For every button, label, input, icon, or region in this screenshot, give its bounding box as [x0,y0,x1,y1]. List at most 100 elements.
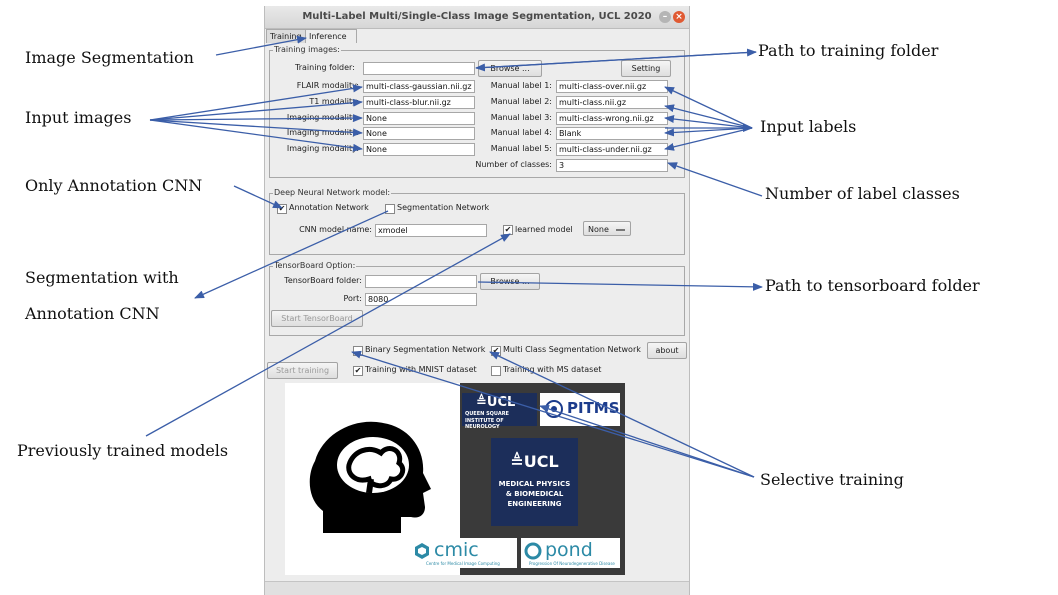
arrow-path-training-b [475,48,757,69]
training-images-group [269,50,685,178]
ucl-medical-physics-logo: ≜UCL MEDICAL PHYSICS & BIOMEDICAL ENGINE… [491,438,578,526]
model-select-dropdown[interactable]: None [583,221,631,236]
ring-icon [524,542,542,560]
mnist-dataset-label: Training with MNIST dataset [365,365,477,374]
port-input[interactable]: 8080 [365,293,477,306]
training-folder-input[interactable] [363,62,475,75]
arrow-selective-2 [489,351,755,478]
window-title: Multi-Label Multi/Single-Class Image Seg… [302,11,652,22]
callout-only-annotation: Only Annotation CNN [25,176,203,195]
tensorboard-folder-input[interactable] [365,275,477,288]
hexagon-icon [415,543,429,559]
segmentation-network-label: Segmentation Network [397,203,490,212]
arrow-number-classes [667,162,763,197]
callout-annotation-cnn: Annotation CNN [25,304,160,323]
callout-number-classes: Number of label classes [765,184,960,203]
browse-tensorboard-button[interactable]: Browse ... [480,273,540,290]
pond-logo: pond Progression Of Neurodegenerative Di… [521,538,620,568]
ms-dataset-label: Training with MS dataset [503,365,602,374]
modality-input-1[interactable]: multi-class-gaussian.nii.gz [363,80,475,93]
start-tensorboard-button[interactable]: Start TensorBoard [271,310,363,327]
callout-seg-with: Segmentation with [25,268,179,287]
training-images-title: Training images: [273,45,341,55]
arrow-input-label-5 [664,127,753,151]
modality-input-4[interactable]: None [363,127,475,140]
cnn-model-name-label: CNN model name: [299,225,372,234]
mnist-dataset-checkbox[interactable]: ✔ [353,366,363,376]
modality-label-4: Imaging modality: [286,128,359,137]
tensorboard-group [269,266,685,336]
callout-input-images: Input images [25,108,132,127]
manual-label-5-label: Manual label 5: [490,144,552,153]
minimize-icon[interactable]: – [659,11,671,23]
dnn-group [269,193,685,255]
ucl-mid-text: ≜UCL [510,452,559,471]
status-bar [265,581,689,595]
model-select-value: None [588,225,609,234]
pond-sub: Progression Of Neurodegenerative Disease [529,561,615,566]
ucl-queen-square-logo: ≜UCL QUEEN SQUARE INSTITUTE OF NEUROLOGY [462,393,537,430]
binary-segmentation-label: Binary Segmentation Network [365,345,486,354]
modality-label-5: Imaging modality: [286,144,359,153]
close-icon[interactable]: × [673,11,685,23]
window-titlebar: Multi-Label Multi/Single-Class Image Seg… [265,6,689,29]
mp-line2: & BIOMEDICAL [505,490,564,498]
dnn-title: Deep Neural Network model: [273,188,392,198]
segmentation-network-checkbox[interactable] [385,204,395,214]
manual-label-1-label: Manual label 1: [490,81,552,90]
arrow-input-image-5 [149,119,363,152]
callout-path-training: Path to training folder [758,41,939,60]
ucl-logo-text: ≜UCL [476,395,516,410]
ms-dataset-checkbox[interactable] [491,366,501,376]
ucl-sub1: QUEEN SQUARE [465,411,509,417]
annotation-network-label: Annotation Network [289,203,369,212]
arrow-only-annotation [233,185,283,209]
callout-image-segmentation: Image Segmentation [25,48,194,67]
arrow-image-segmentation [215,35,307,56]
manual-label-1-input[interactable]: multi-class-over.nii.gz [556,80,668,93]
tensorboard-folder-label: TensorBoard folder: [284,276,362,285]
manual-label-2-input[interactable]: multi-class.nii.gz [556,96,668,109]
app-window: Multi-Label Multi/Single-Class Image Seg… [264,6,690,595]
callout-path-tensorboard: Path to tensorboard folder [765,276,980,295]
training-folder-label: Training folder: [295,63,355,72]
setting-button[interactable]: Setting [621,60,671,77]
arrow-input-label-4 [664,127,753,137]
about-button[interactable]: about [647,342,687,359]
manual-label-5-input[interactable]: multi-class-under.nii.gz [556,143,668,156]
arrow-path-tensorboard [477,281,763,291]
arrow-previously-trained [145,233,511,437]
ucl-sub2: INSTITUTE OF NEUROLOGY [465,418,504,430]
pond-text: pond [545,539,593,561]
arrow-seg-with-annotation [194,210,389,299]
cmic-sub: Centre for Medical Image Computing [426,561,500,566]
dropdown-bar-icon [616,229,625,231]
callout-selective-training: Selective training [760,470,904,489]
manual-label-4-input[interactable]: Blank [556,127,668,140]
callout-previously-trained: Previously trained models [17,441,229,460]
callout-input-labels: Input labels [760,117,857,136]
cmic-text: cmic [434,539,479,561]
arrow-input-label-3 [664,115,753,129]
arrow-input-image-4 [149,119,363,137]
modality-input-3[interactable]: None [363,112,475,125]
arrow-input-image-3 [149,114,363,123]
modality-label-3: Imaging modality: [286,113,359,122]
arrow-selective-1 [351,350,755,478]
start-training-button[interactable]: Start training [267,362,338,379]
arrow-selective-3 [539,405,755,478]
cnn-model-name-input[interactable]: xmodel [375,224,487,237]
modality-input-2[interactable]: multi-class-blur.nii.gz [363,96,475,109]
brain-head-icon [309,421,431,533]
tensorboard-title: TensorBoard Option: [273,261,357,271]
multi-class-segmentation-label: Multi Class Segmentation Network [503,345,641,354]
cmic-logo: cmic Centre for Medical Image Computing [410,538,517,568]
mp-line1: MEDICAL PHYSICS [498,480,571,488]
arrow-input-label-2 [664,104,753,129]
manual-label-3-label: Manual label 3: [490,113,552,122]
mp-line3: ENGINEERING [507,500,562,508]
port-label: Port: [343,294,362,303]
modality-input-5[interactable]: None [363,143,475,156]
